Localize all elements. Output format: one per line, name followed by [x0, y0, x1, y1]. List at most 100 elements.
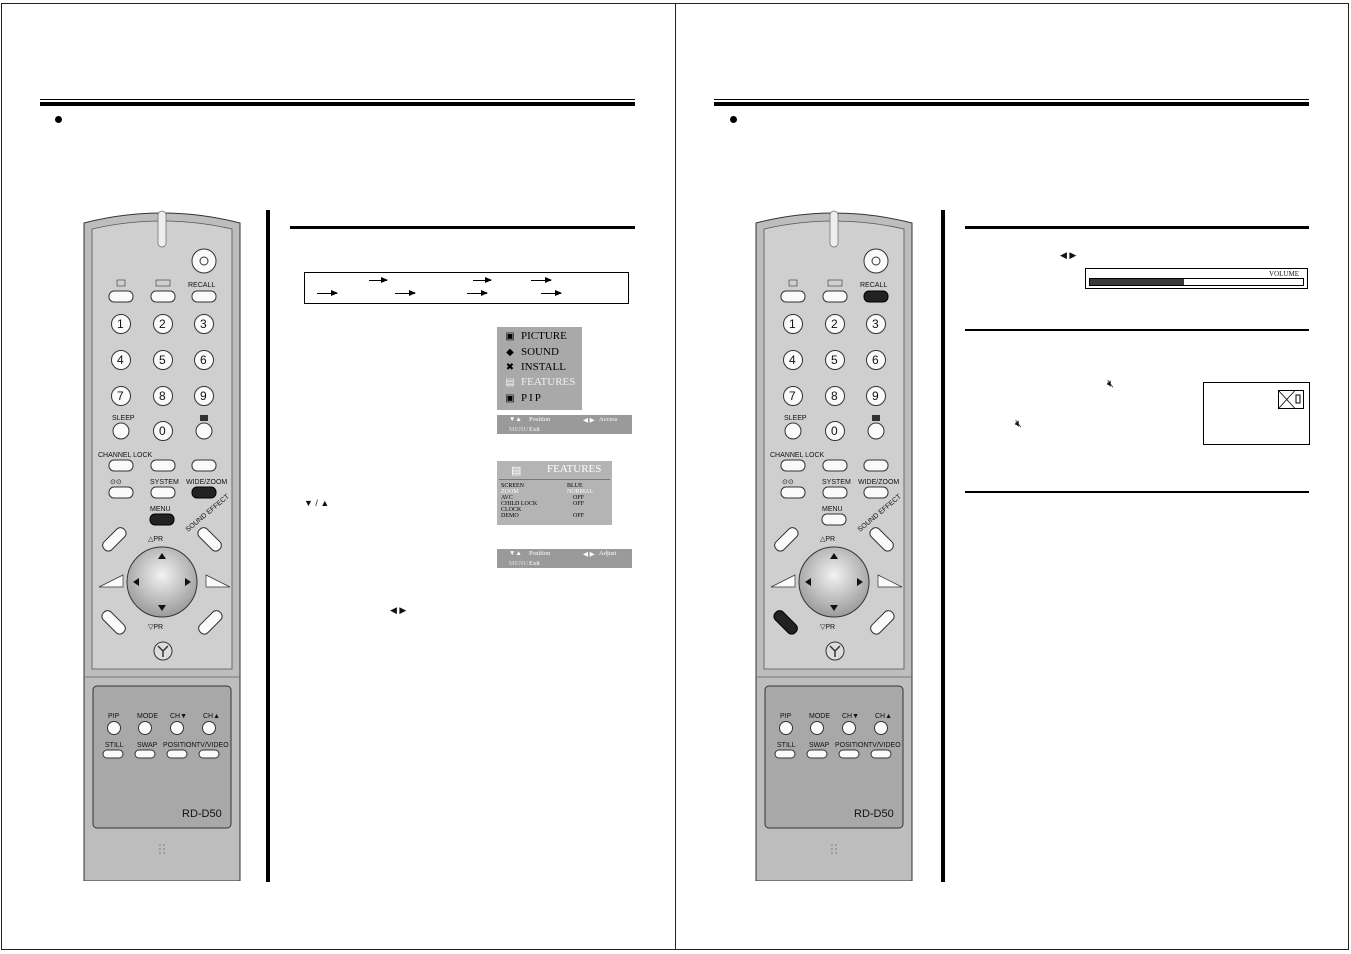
volume-bar-osd: VOLUME: [1085, 268, 1308, 289]
svg-text:▽PR: ▽PR: [148, 624, 163, 631]
section-rule: [965, 226, 1309, 229]
svg-text:4: 4: [117, 353, 124, 367]
flow-arrow: [317, 290, 338, 296]
svg-text:CH▲: CH▲: [875, 713, 892, 720]
digit-buttons: 1 2 3 4 5 6 7 8 9 0: [783, 314, 886, 441]
svg-text:SYSTEM: SYSTEM: [150, 479, 179, 486]
svg-text:1: 1: [117, 317, 124, 331]
features-icon: ▤: [505, 376, 515, 388]
svg-text:CHANNEL LOCK: CHANNEL LOCK: [770, 452, 825, 459]
remote-illustration: RECALL 1 2 3 4 5 6 7: [83, 210, 241, 881]
svg-text:6: 6: [200, 353, 207, 367]
volume-track: [1089, 278, 1304, 286]
model-label: RD-D50: [182, 808, 222, 820]
menu-item-install: ✖INSTALL: [505, 361, 566, 373]
features-row-clock: CLOCK: [501, 507, 522, 513]
svg-text:PIP: PIP: [108, 713, 120, 720]
menu-flow-box: [304, 272, 629, 304]
svg-text:1: 1: [789, 317, 796, 331]
svg-text:△PR: △PR: [820, 536, 835, 543]
svg-text:POSITION: POSITION: [163, 742, 196, 749]
remote-control: RECALL 1 2 3 4 5 6 7: [82, 209, 242, 881]
svg-text:SYSTEM: SYSTEM: [822, 479, 851, 486]
section-rule: [965, 329, 1309, 331]
menu-item-pip: ▣PIP: [505, 392, 543, 404]
bullet: [55, 116, 62, 123]
svg-text:SWAP: SWAP: [809, 742, 830, 749]
svg-text:7: 7: [789, 389, 796, 403]
svg-text:MODE: MODE: [809, 713, 830, 720]
features-title: FEATURES: [547, 463, 602, 475]
svg-text:CH▼: CH▼: [170, 713, 187, 720]
manual-page-left: RECALL 1 2 3 4 5 6 7: [1, 3, 676, 950]
svg-text:STILL: STILL: [777, 742, 796, 749]
svg-text:3: 3: [872, 317, 879, 331]
svg-text:MENU: MENU: [822, 506, 843, 513]
svg-text:8: 8: [831, 389, 838, 403]
bullet: [730, 116, 737, 123]
volume-label: VOLUME: [1269, 270, 1299, 278]
picture-icon: ▣: [505, 330, 515, 342]
svg-text:3: 3: [200, 317, 207, 331]
volume-fill: [1090, 279, 1184, 285]
svg-text:△PR: △PR: [148, 536, 163, 543]
install-icon: ✖: [505, 361, 515, 373]
remote-control: RECALL 1 2 3 4 5 6 7: [754, 209, 914, 881]
svg-text:▽PR: ▽PR: [820, 624, 835, 631]
digit-buttons: 1 2 3 4 5 6 7 8 9 0: [111, 314, 214, 441]
column-divider: [941, 210, 945, 882]
svg-text:TV/VIDEO: TV/VIDEO: [196, 742, 229, 749]
menu-item-features: ▤FEATURES: [505, 376, 576, 388]
left-right-arrows-icon: ◀ ▶: [390, 605, 407, 615]
svg-text:SWAP: SWAP: [137, 742, 158, 749]
pip-icon: ▣: [505, 392, 515, 404]
svg-text:RD-D50: RD-D50: [854, 808, 894, 820]
svg-text:POSITION: POSITION: [835, 742, 868, 749]
down-up-arrows-icon: ▼ / ▲: [304, 498, 330, 508]
svg-text:9: 9: [200, 389, 207, 403]
flow-arrow: [395, 290, 416, 296]
svg-text:SLEEP: SLEEP: [784, 415, 807, 422]
mute-screen-osd: [1203, 382, 1310, 445]
header-rule: [40, 99, 635, 106]
mute-speaker-icon: 🔇︎: [1107, 378, 1114, 390]
svg-text:MODE: MODE: [137, 713, 158, 720]
flow-arrow: [467, 290, 488, 296]
mute-speaker-icon: 🔇︎: [1015, 418, 1022, 430]
flow-arrow: [531, 277, 552, 283]
features-menu-hint-bar: ▼▲ Position ◀ ▶ Adjust MENU Exit: [497, 549, 632, 568]
recall-label: RECALL: [188, 282, 215, 289]
svg-text:CH▼: CH▼: [842, 713, 859, 720]
main-menu-hint-bar: ▼▲ Position ◀ ▶ Access MENU Exit: [497, 415, 632, 434]
mute-icon: [1278, 390, 1304, 409]
column-divider: [266, 210, 270, 882]
svg-text:SLEEP: SLEEP: [112, 415, 135, 422]
svg-text:RECALL: RECALL: [860, 282, 887, 289]
section-rule: [965, 491, 1309, 493]
svg-text:WIDE/ZOOM: WIDE/ZOOM: [186, 479, 227, 486]
svg-text:0: 0: [159, 424, 166, 438]
svg-text:5: 5: [831, 353, 838, 367]
flow-arrow: [541, 290, 562, 296]
svg-text:0: 0: [831, 424, 838, 438]
svg-text:2: 2: [831, 317, 838, 331]
svg-text:WIDE/ZOOM: WIDE/ZOOM: [858, 479, 899, 486]
svg-text:CHANNEL LOCK: CHANNEL LOCK: [98, 452, 153, 459]
speaker-icon: ◆: [506, 346, 514, 358]
svg-text:MENU: MENU: [150, 506, 171, 513]
left-right-arrows-icon: ◀ ▶: [1060, 250, 1077, 260]
svg-text:CH▲: CH▲: [203, 713, 220, 720]
svg-text:6: 6: [872, 353, 879, 367]
remote-illustration: RECALL 1 2 3 4 5 6 7: [755, 210, 913, 881]
menu-item-picture: ▣PICTURE: [505, 330, 567, 342]
menu-item-sound: ◆SOUND: [506, 346, 559, 358]
flow-arrow: [473, 277, 492, 283]
manual-page-right: RECALL 1 2 3 4 5 6 7: [675, 3, 1349, 950]
svg-text:PIP: PIP: [780, 713, 792, 720]
features-icon: ▤: [511, 465, 522, 477]
